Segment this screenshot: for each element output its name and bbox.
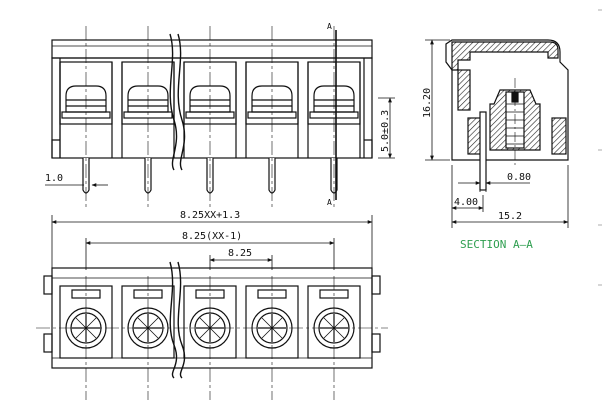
- section-cap-hatch: [451, 41, 559, 71]
- top-terminals: [59, 276, 361, 400]
- section-label: SECTION A—A: [460, 238, 533, 251]
- dim-section-height: [425, 39, 450, 161]
- top-break-line: [169, 261, 186, 379]
- edge-marks: [598, 9, 602, 286]
- top-terminal-5: [307, 276, 361, 400]
- front-housing-top: [51, 39, 373, 59]
- front-view: [51, 39, 373, 159]
- front-centerlines: [85, 26, 335, 210]
- dim-section-depth-label: 15.2: [498, 211, 522, 222]
- top-housing-body: [51, 267, 373, 369]
- section-bottom-right: [551, 117, 567, 155]
- dim-section-offset: [451, 165, 569, 228]
- section-housing-outline: [445, 39, 569, 161]
- dim-overall-label: 8.25XX+1.3: [180, 210, 240, 221]
- front-housing-body: [51, 57, 373, 159]
- section-view: [445, 39, 569, 191]
- dim-pitch-span-label: 8.25(XX-1): [182, 231, 242, 242]
- dim-pitch-span: [85, 238, 335, 270]
- dim-section-offset-label: 4.00: [454, 197, 478, 208]
- dim-pitch: [209, 255, 273, 270]
- dim-section-pin: [458, 165, 530, 192]
- dim-overall: [51, 215, 373, 268]
- dim-height: [378, 97, 395, 159]
- dim-height-label: 5.0±0.3: [380, 110, 391, 152]
- front-terminal-screws: [59, 61, 361, 158]
- dim-section-height-label: 16.20: [422, 88, 433, 118]
- top-terminal-4: [245, 276, 299, 400]
- section-left-wall: [457, 69, 471, 111]
- top-terminal-2: [121, 276, 175, 400]
- section-marker-top: A: [327, 22, 332, 31]
- top-terminal-3: [183, 276, 237, 400]
- top-terminal-1: [59, 276, 113, 400]
- dim-pin-width-label: 1.0: [45, 173, 63, 184]
- front-break-line: [169, 33, 186, 171]
- section-pin: [479, 111, 487, 191]
- dim-section-pin-label: 0.80: [507, 172, 531, 183]
- top-view: [43, 267, 381, 369]
- section-marker-bottom: A: [327, 198, 332, 207]
- dim-pitch-label: 8.25: [228, 248, 252, 259]
